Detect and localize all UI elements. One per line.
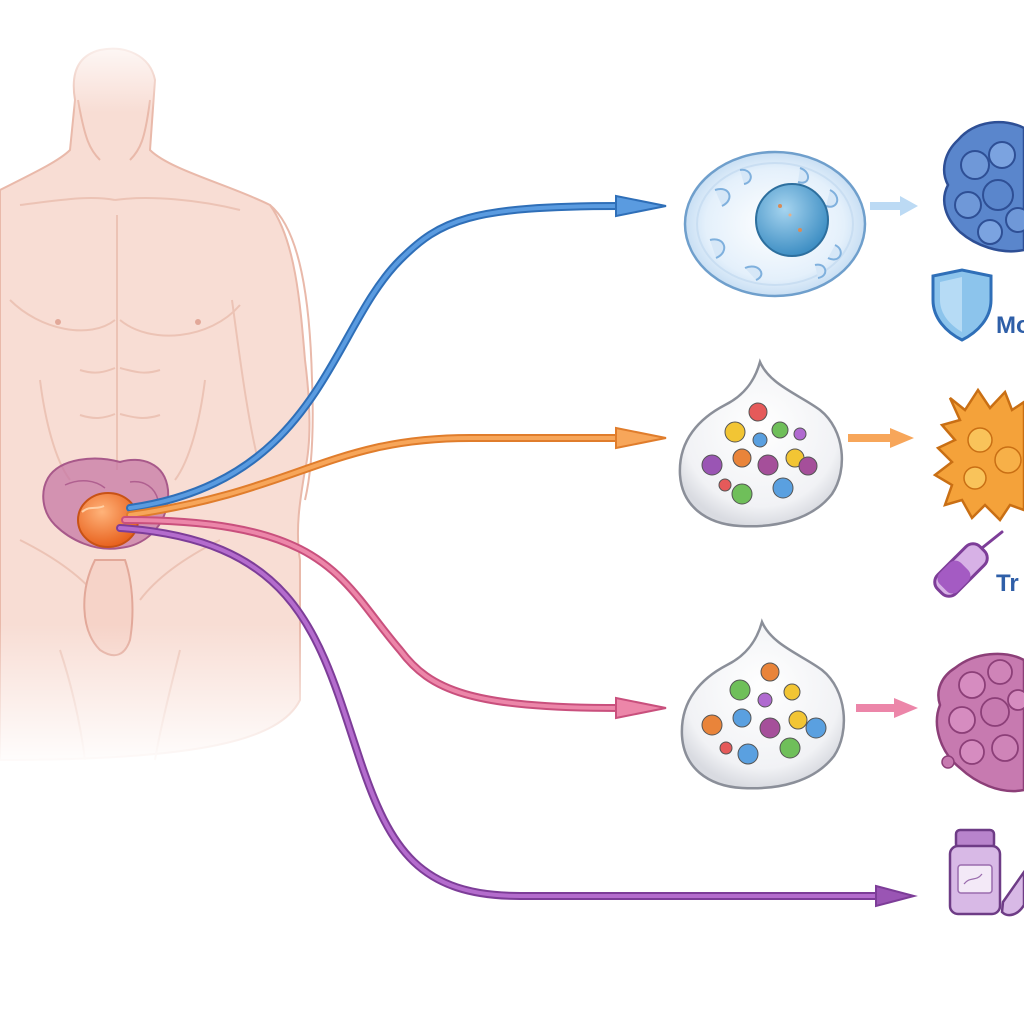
syringe-icon-2 [1000, 869, 1024, 917]
small-arrow-1 [870, 196, 918, 216]
blue-cluster [942, 120, 1024, 253]
blue-arrow [128, 204, 622, 510]
human-torso [0, 40, 330, 770]
row1-label: Mo [996, 312, 1024, 339]
orange-cluster [932, 387, 1024, 522]
orange-arrow [128, 436, 622, 517]
small-arrow-2 [848, 428, 914, 448]
particle-droplet-icon-2 [680, 618, 846, 790]
orange-arrow-head [615, 426, 667, 450]
row2-label: Tr [996, 570, 1019, 597]
purple-arrow-head [875, 884, 918, 908]
pink-arrow-head [615, 696, 667, 720]
particle-droplet-icon [678, 358, 844, 528]
pill-bottle-icon [948, 828, 1002, 916]
flow-arrows [116, 194, 918, 908]
shield-icon [931, 268, 993, 342]
cell-icon [683, 150, 867, 298]
purple-arrow [118, 526, 882, 898]
blue-arrow-head [615, 194, 667, 218]
small-arrow-3 [856, 698, 918, 718]
pink-cluster [935, 652, 1024, 793]
syringe-icon [933, 530, 1004, 598]
pink-arrow [123, 518, 622, 710]
